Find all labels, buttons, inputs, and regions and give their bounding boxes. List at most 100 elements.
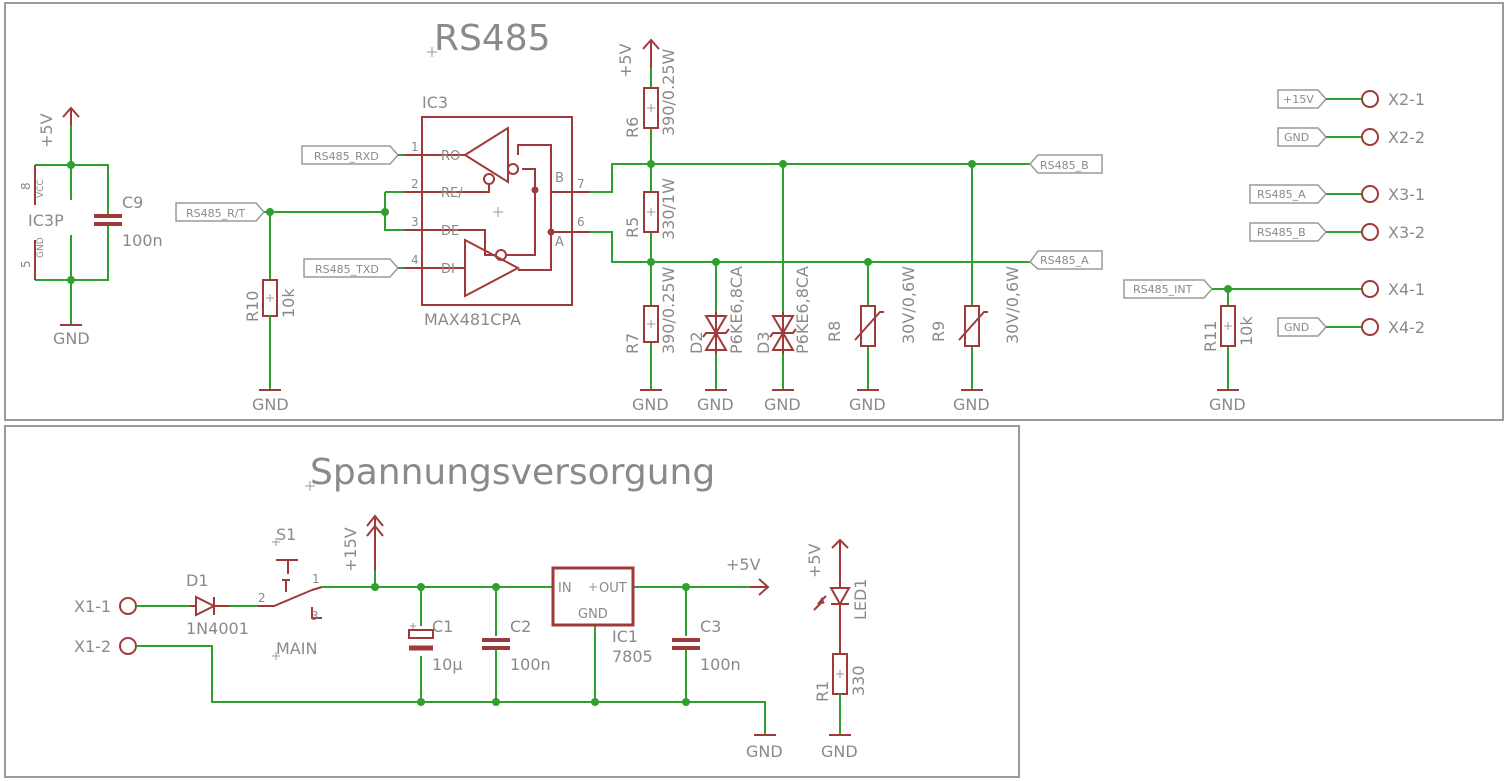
r11-value: 10k bbox=[1237, 316, 1256, 346]
ic1-value: 7805 bbox=[612, 647, 653, 666]
d1-name: D1 bbox=[186, 571, 209, 590]
power-section-title: Spannungsversorgung bbox=[310, 452, 715, 493]
r9-varistor: GND bbox=[953, 305, 990, 414]
svg-text:X3-2: X3-2 bbox=[1388, 223, 1425, 242]
d2-tvs-diode: GND bbox=[697, 312, 734, 414]
svg-text:RS485_A: RS485_A bbox=[1040, 254, 1089, 267]
svg-text:GND: GND bbox=[764, 395, 801, 414]
r5-name: R5 bbox=[623, 217, 642, 238]
svg-text:+5V: +5V bbox=[805, 543, 824, 578]
svg-text:X2-1: X2-1 bbox=[1388, 90, 1425, 109]
c9-capacitor bbox=[94, 200, 122, 230]
svg-text:RS485_B: RS485_B bbox=[1257, 226, 1306, 239]
net-label-rs485-b-x32: RS485_B bbox=[1249, 222, 1362, 242]
rs485-section-title: RS485 bbox=[434, 18, 551, 59]
ic3-pin-a: A bbox=[555, 235, 564, 250]
ic3p-pin5: 5 bbox=[19, 260, 33, 268]
r1-value: 330 bbox=[849, 665, 868, 696]
c1-capacitor bbox=[408, 623, 434, 651]
supply-5v-r6: +5V bbox=[616, 38, 660, 78]
ic1-gnd: GND bbox=[578, 607, 608, 622]
net-label-rs485-a: RS485_A bbox=[1028, 250, 1103, 270]
svg-text:+15V: +15V bbox=[341, 527, 360, 572]
supply-5v-ic3p: +5V bbox=[37, 106, 80, 148]
r8-name: R8 bbox=[825, 321, 844, 342]
r5-resistor bbox=[643, 191, 659, 233]
svg-text:GND: GND bbox=[849, 395, 886, 414]
net-label-rs485-b: RS485_B bbox=[1028, 154, 1103, 174]
c2-name: C2 bbox=[510, 617, 531, 636]
r6-name: R6 bbox=[623, 117, 642, 138]
svg-text:RS485_R/T: RS485_R/T bbox=[186, 207, 245, 220]
d3-tvs-diode: GND bbox=[764, 312, 801, 414]
ic3p-vcc: VCC bbox=[36, 179, 46, 198]
svg-text:RS485_A: RS485_A bbox=[1257, 188, 1306, 201]
svg-text:X1-2: X1-2 bbox=[74, 637, 111, 656]
r1-name: R1 bbox=[813, 681, 832, 702]
r7-value: 390/0.25W bbox=[659, 266, 678, 354]
ic3-transceiver bbox=[404, 116, 590, 306]
d2-value: P6KE6,8CA bbox=[727, 266, 746, 354]
ic3-pin-di: DI bbox=[441, 262, 455, 277]
r9-value: 30V/0,6W bbox=[1003, 266, 1022, 344]
d3-name: D3 bbox=[754, 332, 773, 355]
net-label-p15v: +15V bbox=[1277, 89, 1362, 109]
svg-text:GND: GND bbox=[632, 395, 669, 414]
net-label-rs485-rt: RS485_R/T bbox=[175, 202, 266, 222]
power-frame bbox=[4, 425, 1020, 778]
d3-value: P6KE6,8CA bbox=[793, 266, 812, 354]
c1-value: 10µ bbox=[432, 655, 463, 674]
ic1-name: IC1 bbox=[612, 627, 638, 646]
d1-value: 1N4001 bbox=[186, 619, 249, 638]
r11-resistor: GND bbox=[1209, 305, 1246, 414]
net-label-gnd-x22: GND bbox=[1277, 127, 1362, 147]
svg-text:+5V: +5V bbox=[726, 555, 761, 574]
r10-resistor: GND bbox=[252, 279, 289, 414]
r10-name: R10 bbox=[243, 291, 262, 322]
connector-x2-2: X2-2 bbox=[1361, 128, 1425, 147]
supply-15v: +15V bbox=[341, 514, 384, 572]
ic3-pinnum-2: 2 bbox=[411, 177, 419, 191]
r7-resistor: GND bbox=[632, 305, 669, 414]
connector-x3-2: X3-2 bbox=[1361, 223, 1425, 242]
r9-name: R9 bbox=[929, 321, 948, 342]
connector-x4-2: X4-2 bbox=[1361, 318, 1425, 337]
r6-value: 390/0.25W bbox=[659, 48, 678, 136]
ic1-in: IN bbox=[558, 581, 572, 596]
r6-resistor bbox=[643, 87, 659, 129]
r10-value: 10k bbox=[279, 288, 298, 318]
net-label-gnd-x42: GND bbox=[1277, 317, 1362, 337]
r8-varistor: GND bbox=[849, 305, 886, 414]
ic3p-power-block: C9 100n IC3P 8 VCC 5 GND bbox=[19, 125, 163, 325]
ic3-pinnum-4: 4 bbox=[411, 253, 419, 267]
c2-capacitor bbox=[482, 638, 510, 650]
gnd-ic3p: GND bbox=[53, 324, 90, 348]
ic3-pinnum-3: 3 bbox=[411, 215, 419, 229]
led1-diode bbox=[813, 570, 851, 654]
svg-text:RS485_RXD: RS485_RXD bbox=[314, 150, 379, 163]
connector-x3-1: X3-1 bbox=[1361, 185, 1425, 204]
s1-value: MAIN bbox=[276, 639, 317, 658]
ic3-pinnum-1: 1 bbox=[411, 140, 419, 154]
ic3-pinnum-6: 6 bbox=[577, 215, 585, 229]
svg-text:X4-1: X4-1 bbox=[1388, 280, 1425, 299]
d2-name: D2 bbox=[687, 332, 706, 355]
svg-text:GND: GND bbox=[821, 742, 858, 761]
s1-switch bbox=[258, 538, 323, 660]
svg-text:GND: GND bbox=[1209, 395, 1246, 414]
svg-text:GND: GND bbox=[746, 742, 783, 761]
s1-pin1: 1 bbox=[312, 572, 320, 586]
ic3p-name: IC3P bbox=[28, 211, 64, 230]
ic3-pin-ro: RO bbox=[441, 149, 460, 164]
ic3p-pin8: 8 bbox=[19, 182, 33, 190]
c3-capacitor bbox=[672, 638, 700, 650]
svg-text:+15V: +15V bbox=[1283, 93, 1314, 106]
connector-x4-1: X4-1 bbox=[1361, 280, 1425, 299]
supply-5v-led: +5V bbox=[805, 538, 849, 578]
supply-5v-output: +5V bbox=[726, 555, 770, 596]
svg-text:RS485_B: RS485_B bbox=[1040, 159, 1089, 172]
ic3-pin-re: RE/ bbox=[441, 186, 463, 201]
ic3-pin-de: DE bbox=[441, 224, 459, 239]
svg-text:GND: GND bbox=[697, 395, 734, 414]
